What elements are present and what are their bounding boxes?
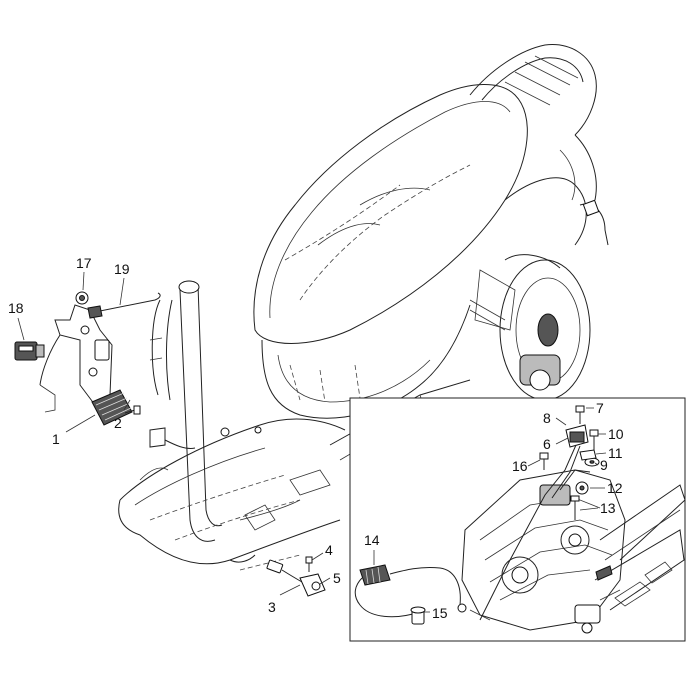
speed-sensor-6	[479, 424, 589, 621]
cable-14	[354, 564, 467, 618]
rear-rack	[469, 44, 597, 201]
callout-17: 17	[76, 255, 92, 271]
callout-7: 7	[596, 400, 604, 416]
callout-1: 1	[52, 431, 60, 447]
leader-lines	[17, 271, 607, 613]
callout-18: 18	[8, 300, 24, 316]
bolt-4	[305, 556, 313, 572]
callout-12: 12	[607, 480, 623, 496]
bolt-13	[570, 495, 580, 520]
engine-block	[461, 469, 626, 634]
callout-13: 13	[600, 500, 616, 516]
callout-4: 4	[325, 542, 333, 558]
callout-15: 15	[432, 605, 448, 621]
footboard	[118, 418, 346, 571]
bolt-16	[539, 452, 549, 470]
washer-9	[584, 457, 600, 467]
callout-5: 5	[333, 570, 341, 586]
inset-panel	[349, 397, 686, 642]
grommet-15	[410, 606, 426, 625]
callout-19: 19	[114, 261, 130, 277]
callout-6: 6	[543, 436, 551, 452]
regulator-bracket	[39, 304, 113, 413]
callout-labels: 1 2 3 4 5 6 7 8 9 10 11 12 13 14 15 16 1…	[8, 255, 624, 621]
bolt-10	[589, 429, 599, 452]
callout-11: 11	[608, 445, 623, 461]
connector-18	[14, 341, 45, 361]
callout-10: 10	[608, 426, 624, 442]
callout-8: 8	[543, 410, 551, 426]
scooter-body	[118, 44, 609, 571]
callout-9: 9	[600, 457, 608, 473]
left-parts-group	[14, 291, 161, 426]
callout-16: 16	[512, 458, 528, 474]
frame-tube	[149, 280, 223, 542]
bolt-7	[575, 405, 585, 424]
nut-12	[575, 481, 589, 495]
clip-11	[579, 449, 597, 461]
callout-14: 14	[364, 532, 380, 548]
transmission-arm	[594, 484, 686, 611]
inset-frame	[349, 397, 686, 642]
switch-part	[266, 559, 326, 597]
bolt-2	[124, 405, 141, 415]
callout-2: 2	[114, 415, 122, 431]
rear-body	[504, 149, 609, 246]
cable-tie-19	[87, 292, 161, 319]
rear-wheel	[469, 254, 591, 401]
voltage-regulator	[91, 389, 133, 426]
seat	[253, 84, 528, 344]
side-stand-switch-group	[266, 556, 326, 597]
nut-17	[75, 291, 89, 305]
callout-3: 3	[268, 599, 276, 615]
